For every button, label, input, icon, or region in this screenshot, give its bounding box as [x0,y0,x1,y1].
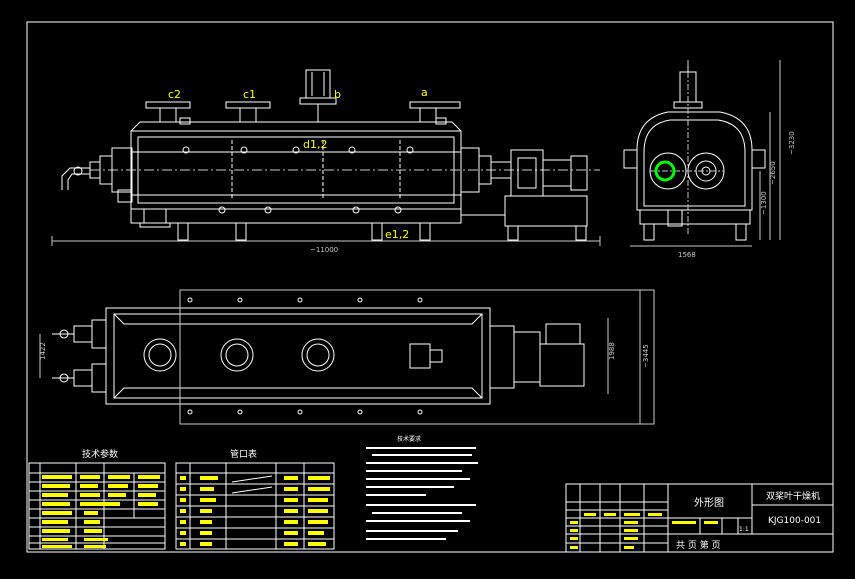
nozzle-table-cells [180,476,330,546]
side-width-dimension: 1568 [678,251,696,259]
side-height-low: ~1300 [760,191,768,215]
product-name: 双桨叶干燥机 [766,490,820,502]
tech-table-title: 技术参数 [82,448,118,460]
top-right-dimension-1: 1988 [608,342,616,360]
drawing-number: KJG100-001 [768,516,821,526]
nozzle-table [175,462,335,550]
scale-value: 1:1 [739,526,749,533]
top-view-labels: 1422 1988 ~3445 [39,342,650,368]
front-length-dimension: ~11000 [310,246,338,254]
nozzle-table-leaders [231,475,273,494]
front-view-labels: c2 c1 b a d1,2 e1,2 [168,86,428,241]
nozzle-d-label: d1,2 [303,138,327,151]
side-view-labels: 1568 ~3230 ~2650 ~1300 [678,131,796,259]
drawing-border [26,21,834,553]
notes-lines [366,447,478,540]
nozzle-c2-label: c2 [168,88,181,101]
nozzle-table-title: 管口表 [230,448,257,460]
side-height-mid: ~2650 [769,161,777,185]
side-view [623,60,781,247]
notes-title: 技术要求 [397,435,421,443]
nozzle-a-label: a [421,86,428,99]
nozzle-e-label: e1,2 [385,228,409,241]
title-block [565,483,834,553]
drawing-name: 外形图 [694,497,724,509]
nozzle-b-label: b [334,88,341,101]
title-block-cells [570,513,718,549]
tech-table-cells [42,475,160,548]
nozzle-c1-label: c1 [243,88,256,101]
top-left-dimension: 1422 [39,342,47,360]
highlight-circle [654,160,676,182]
front-view [51,69,601,246]
sheet-count: 共 页 第 页 [676,539,721,551]
top-right-dimension-2: ~3445 [642,344,650,368]
side-height-total: ~3230 [788,131,796,155]
top-view [39,289,655,425]
